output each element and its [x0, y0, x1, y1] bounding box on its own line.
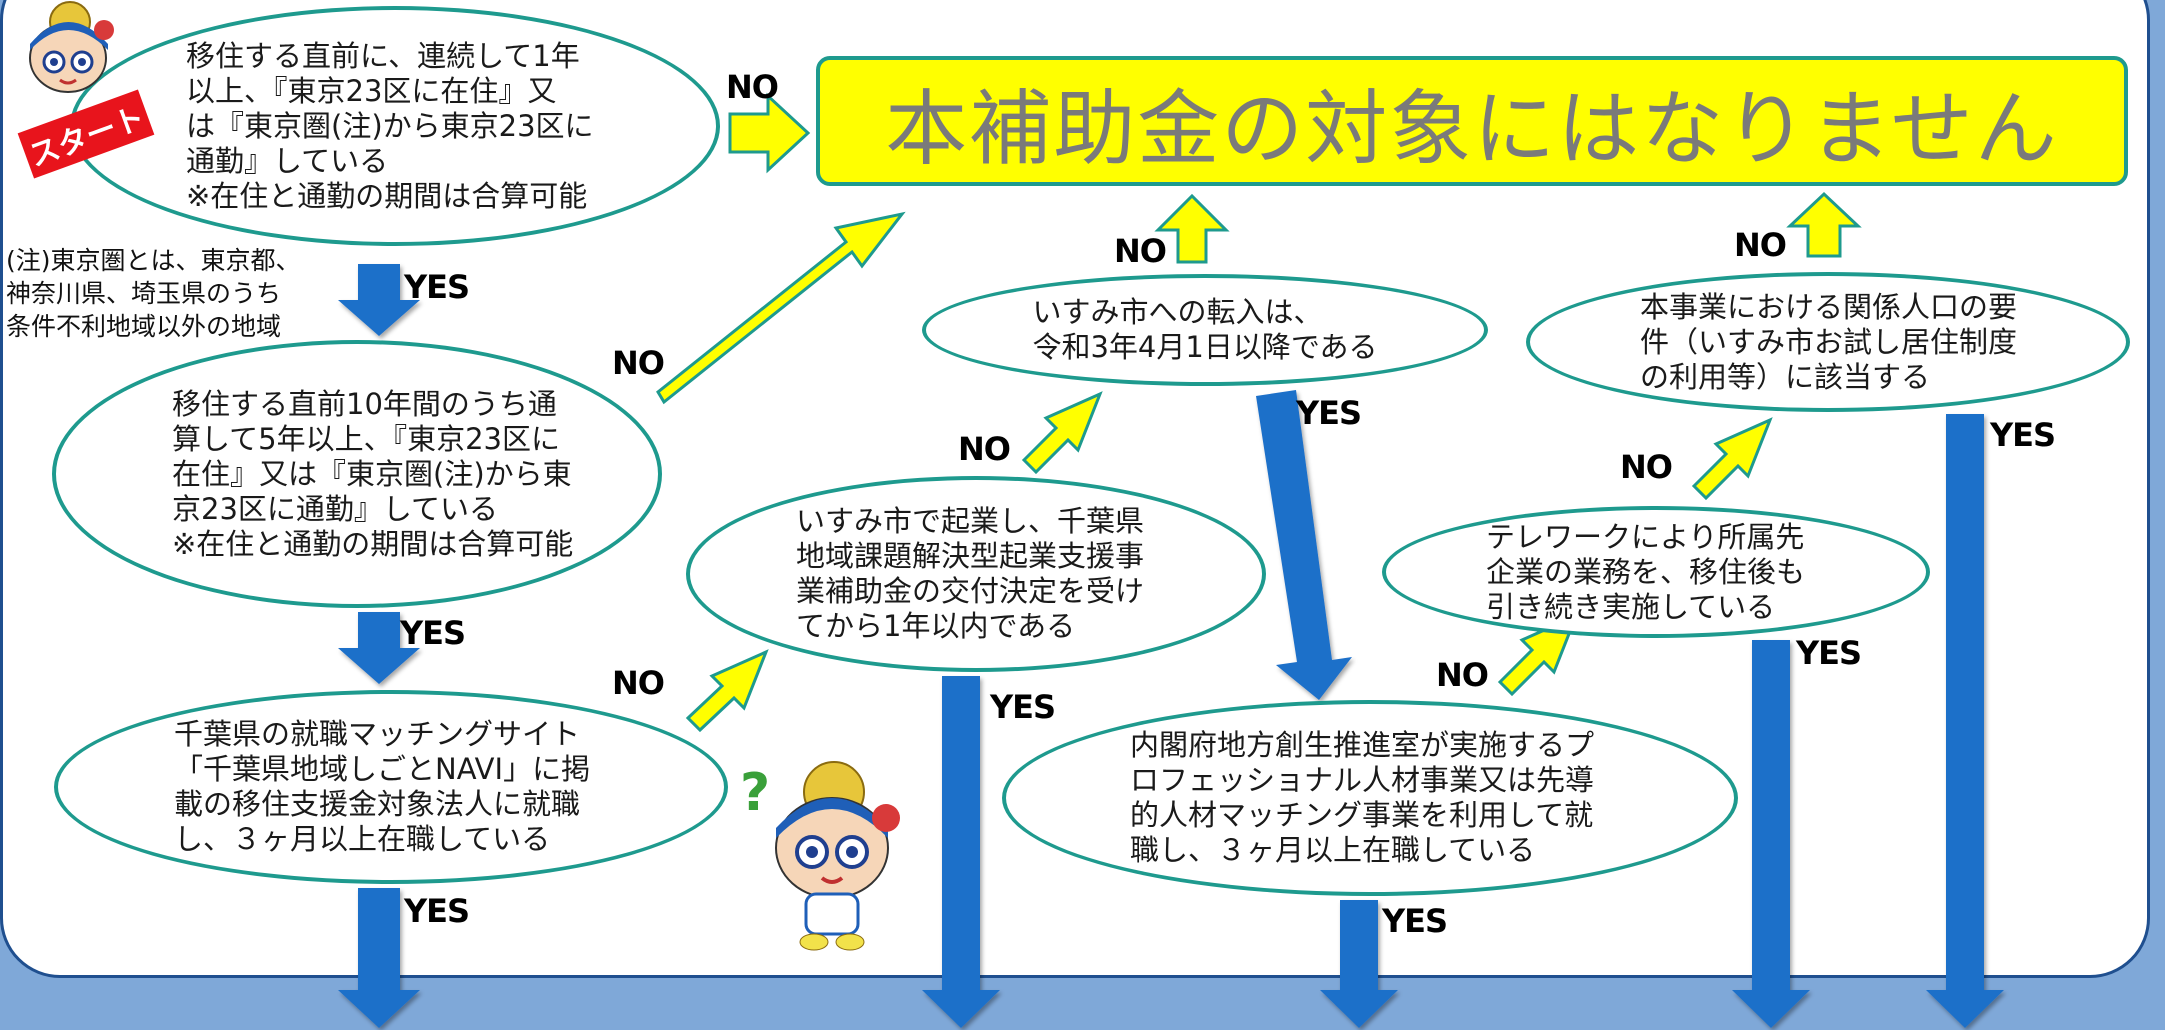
svg-text:?: ? [740, 763, 770, 823]
label-yes-5: YES [1296, 394, 1362, 432]
label-no-2: NO [612, 344, 665, 382]
node-cabinet-office: 内閣府地方創生推進室が実施するプ ロフェッショナル人材事業又は先導 的人材マッチ… [1002, 700, 1738, 896]
mascot-start-icon [29, 1, 114, 93]
yes-arrow-7 [1732, 640, 1810, 1028]
label-yes-4: YES [990, 688, 1056, 726]
label-yes-8: YES [1990, 416, 2056, 454]
label-yes-2: YES [400, 614, 466, 652]
label-yes-3: YES [404, 892, 470, 930]
no-arrow-8 [1497, 613, 1579, 697]
label-no-5: NO [958, 430, 1011, 468]
tokyo-area-footnote: (注)東京圏とは、東京都、 神奈川県、埼玉県のうち 条件不利地域以外の地域 [6, 246, 301, 341]
label-yes-6: YES [1382, 902, 1448, 940]
node-move-in-date: いすみ市への転入は、 令和3年4月1日以降である [922, 274, 1488, 386]
node-telework: テレワークにより所属先 企業の業務を、移住後も 引き続き実施している [1382, 506, 1930, 638]
label-no-6: NO [1436, 656, 1489, 694]
label-no-7: NO [1620, 448, 1673, 486]
no-arrow-3 [1154, 193, 1230, 264]
yes-arrow-6 [1320, 900, 1398, 1028]
label-yes-1: YES [404, 268, 470, 306]
label-no-3: NO [612, 664, 665, 702]
node-related-population: 本事業における関係人口の要 件（いすみ市お試し居住制度 の利用等）に該当する [1526, 272, 2130, 412]
no-arrow-2 [656, 211, 906, 405]
node-start-condition: 移住する直前に、連続して1年 以上、『東京23区に在住』又 は『東京圏(注)から… [70, 6, 720, 246]
label-no-1: NO [726, 68, 779, 106]
node-startup-condition: いすみ市で起業し、千葉県 地域課題解決型起業支援事 業補助金の交付決定を受け て… [686, 476, 1266, 672]
no-arrow-7 [1691, 417, 1773, 501]
no-arrow-1 [728, 92, 811, 174]
yes-arrow-2 [338, 612, 420, 684]
yes-arrow-5 [1256, 390, 1352, 700]
node-ten-year-condition: 移住する直前10年間のうち通 算して5年以上、『東京23区に 在住』又は『東京圏… [52, 340, 662, 608]
label-no-8: NO [1734, 226, 1787, 264]
yes-arrow-8 [1926, 414, 2004, 1028]
no-arrow-6 [685, 649, 769, 733]
not-eligible-banner: 本補助金の対象にはなりません [816, 56, 2128, 186]
yes-arrow-1 [338, 264, 420, 336]
yes-arrow-3 [338, 888, 420, 1028]
no-arrow-5 [1021, 391, 1103, 475]
label-yes-7: YES [1796, 634, 1862, 672]
yes-arrow-4 [922, 676, 1000, 1028]
mascot-question-icon: ? [740, 761, 900, 951]
label-no-4: NO [1114, 232, 1167, 270]
node-chiba-matching: 千葉県の就職マッチングサイト 「千葉県地域しごとNAVI」に掲 載の移住支援金対… [54, 690, 728, 884]
no-arrow-4 [1786, 191, 1862, 258]
